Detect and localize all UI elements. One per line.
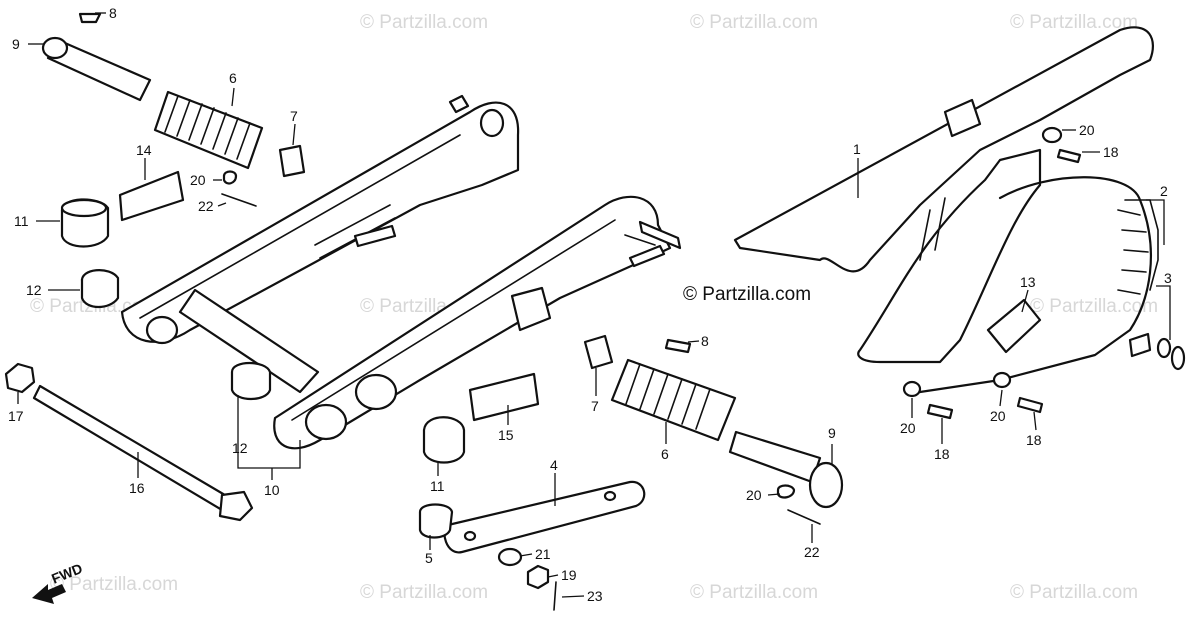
cap-lower <box>422 416 466 464</box>
callout-9: 9 <box>12 36 20 52</box>
callout-19: 19 <box>561 567 577 583</box>
callout-23: 23 <box>587 588 603 604</box>
callout-17: 17 <box>8 408 24 424</box>
bushing-upper <box>80 269 120 309</box>
callout-16: 16 <box>129 480 145 496</box>
washer-upper <box>278 144 306 178</box>
watermark: © Partzilla.com <box>1010 12 1138 33</box>
bushing-coil-lower <box>610 358 737 442</box>
callout-3: 3 <box>1164 270 1172 286</box>
callout-11b: 11 <box>430 478 445 494</box>
watermark: © Partzilla.com <box>360 582 488 603</box>
callout-5: 5 <box>425 550 433 566</box>
pin-lower <box>664 338 692 354</box>
callout-10: 10 <box>264 482 280 498</box>
washer-20d <box>222 170 238 185</box>
callout-20e: 20 <box>990 408 1006 424</box>
bolt-18b <box>926 403 954 420</box>
bolt-18a <box>1056 148 1082 164</box>
callout-6: 6 <box>229 70 237 86</box>
callout-12: 12 <box>26 282 42 298</box>
watermark: © Partzilla.com <box>690 12 818 33</box>
washer-20c <box>992 371 1012 389</box>
watermark: © Partzilla.com <box>690 582 818 603</box>
callout-20: 20 <box>190 172 206 188</box>
callout-4: 4 <box>550 457 558 473</box>
washer-21 <box>497 547 523 567</box>
chain-case <box>733 26 1154 273</box>
callout-18b: 18 <box>934 446 950 462</box>
washer-lower <box>583 334 614 370</box>
callout-12b: 12 <box>232 440 248 456</box>
callout-8b: 8 <box>701 333 709 349</box>
bushing-lower <box>230 361 272 401</box>
watermark: © Partzilla.com <box>360 12 488 33</box>
callout-15: 15 <box>498 427 514 443</box>
callout-13: 13 <box>1020 274 1036 290</box>
callout-22b: 22 <box>804 544 820 560</box>
callout-22: 22 <box>198 198 214 214</box>
callout-8: 8 <box>109 5 117 21</box>
label-15 <box>468 372 540 422</box>
callout-9b: 9 <box>828 425 836 441</box>
bushing-coil-upper <box>153 90 264 170</box>
watermark: © Partzilla.com <box>1010 582 1138 603</box>
callout-21: 21 <box>535 546 551 562</box>
pivot-bolt-lower <box>728 430 822 484</box>
label-13 <box>986 298 1042 354</box>
nut-17 <box>4 362 36 394</box>
callout-11: 11 <box>14 213 29 229</box>
washer-20a <box>1041 126 1063 144</box>
nut-19 <box>526 564 550 590</box>
callout-20c: 20 <box>1079 122 1095 138</box>
callout-1: 1 <box>853 141 861 157</box>
callout-7: 7 <box>290 108 298 124</box>
chain-joint <box>1128 332 1152 358</box>
watermark-center: © Partzilla.com <box>683 284 811 305</box>
callout-18: 18 <box>1103 144 1119 160</box>
callout-20b: 20 <box>746 487 762 503</box>
callout-2: 2 <box>1160 183 1168 199</box>
callouts: 8 9 6 7 14 20 22 11 12 17 16 12 10 15 11… <box>8 5 1172 604</box>
callout-20d: 20 <box>900 420 916 436</box>
leader-lines <box>17 12 1171 598</box>
washer-20b <box>902 380 922 398</box>
callout-6b: 6 <box>661 446 669 462</box>
watermark: © Partzilla.com <box>50 574 178 595</box>
bolt-18c <box>1016 396 1044 414</box>
watermark: © Partzilla.com <box>1030 296 1158 317</box>
label-14 <box>118 170 185 222</box>
fwd-arrow-icon <box>32 584 66 604</box>
spring-5 <box>418 503 454 539</box>
swingarm-drawing <box>120 94 682 450</box>
callout-7b: 7 <box>591 398 599 414</box>
callout-14: 14 <box>136 142 152 158</box>
callout-18c: 18 <box>1026 432 1042 448</box>
